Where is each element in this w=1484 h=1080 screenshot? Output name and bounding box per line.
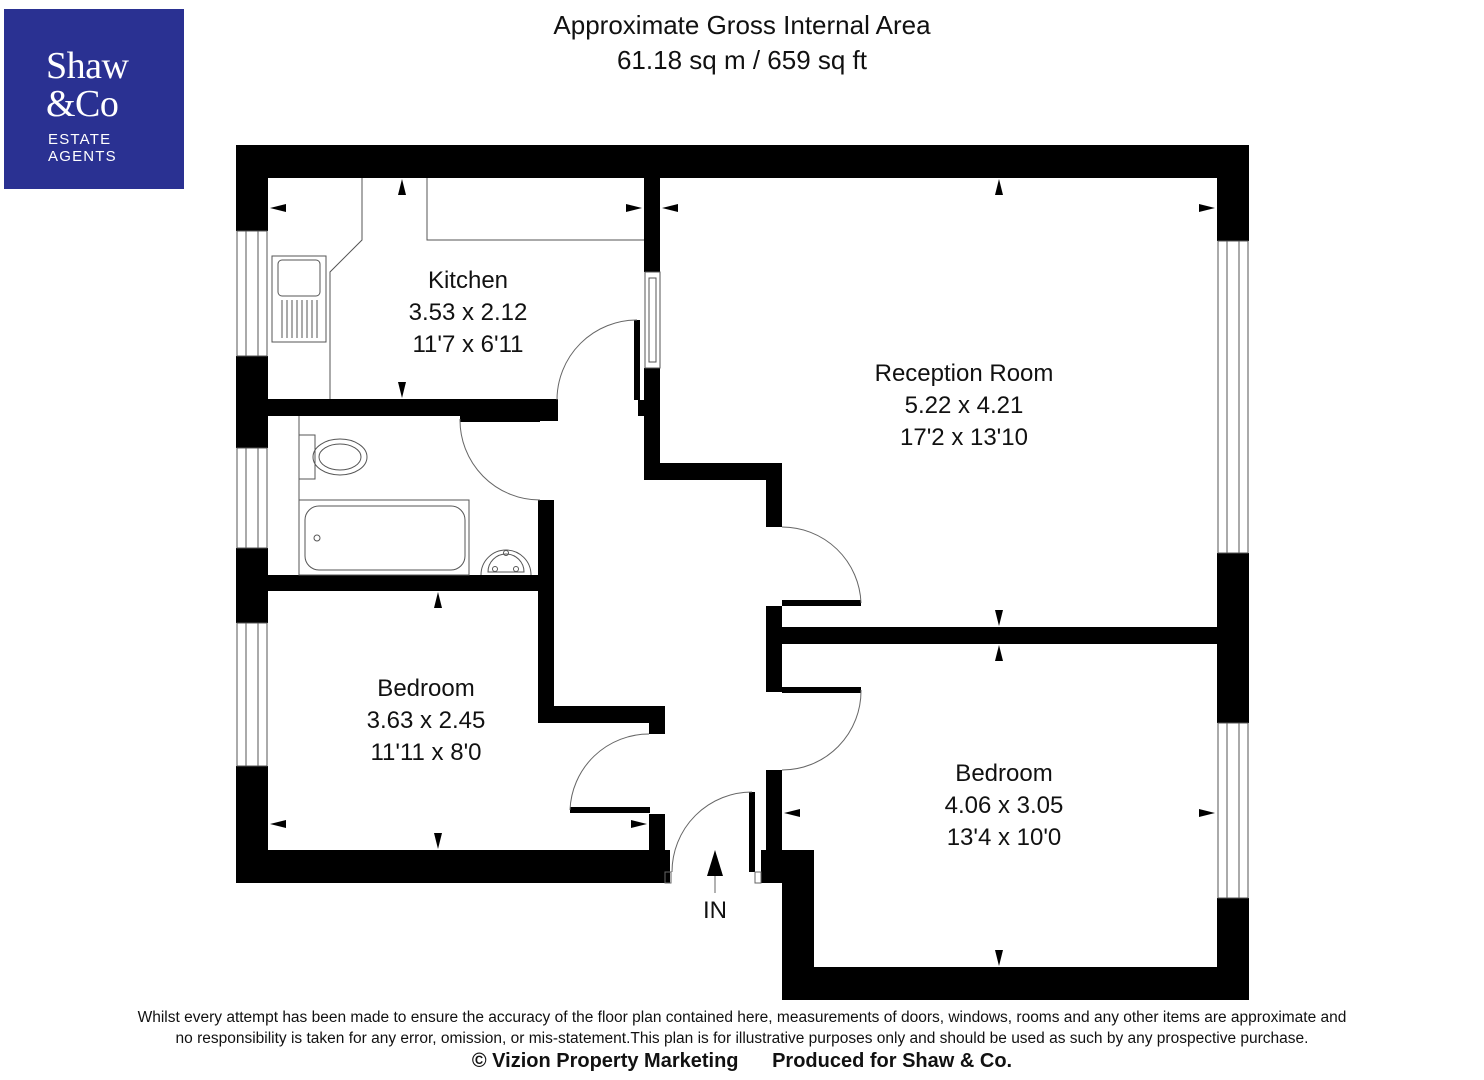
entrance-label: IN: [703, 897, 727, 924]
room-name: Bedroom: [955, 760, 1053, 787]
brand-logo: Shaw &Co ESTATE AGENTS: [4, 9, 184, 189]
room-imperial: 11'11 x 8'0: [370, 739, 482, 766]
brand-name-line1: Shaw: [46, 45, 129, 87]
room-name: Kitchen: [427, 267, 509, 294]
room-metric: 3.53 x 2.12: [408, 299, 528, 326]
plan-title: Approximate Gross Internal Area: [553, 10, 931, 40]
room-kitchen: Kitchen 3.53 x 2.12 11'7 x 6'11: [409, 265, 528, 361]
walls: [236, 145, 1249, 1000]
bathroom-fixtures: [298, 416, 532, 576]
brand-name-line2: &Co: [46, 83, 119, 125]
dimension-arrows: [270, 179, 1215, 966]
brand-tagline-line1: ESTATE: [48, 131, 112, 148]
room-metric: 5.22 x 4.21: [904, 392, 1024, 419]
room-bedroom-1: Bedroom 3.63 x 2.45 11'11 x 8'0: [367, 673, 486, 769]
room-imperial: 17'2 x 13'10: [900, 424, 1028, 451]
credits: © Vizion Property Marketing Produced for…: [0, 1049, 1484, 1073]
gross-area: 61.18 sq m / 659 sq ft: [616, 45, 868, 75]
room-metric: 4.06 x 3.05: [944, 792, 1064, 819]
produced-for: Produced for Shaw & Co.: [772, 1050, 1013, 1072]
room-bedroom-2: Bedroom 4.06 x 3.05 13'4 x 10'0: [945, 758, 1064, 854]
disclaimer-line-2: no responsibility is taken for any error…: [175, 1030, 1309, 1047]
room-name: Bedroom: [377, 675, 475, 702]
room-imperial: 11'7 x 6'11: [412, 331, 524, 358]
copyright: © Vizion Property Marketing: [471, 1050, 739, 1072]
room-imperial: 13'4 x 10'0: [946, 824, 1062, 851]
windows: [236, 230, 1249, 899]
room-reception: Reception Room 5.22 x 4.21 17'2 x 13'10: [875, 358, 1054, 454]
kitchen-fixtures: [271, 178, 644, 399]
brand-tagline-line2: AGENTS: [48, 148, 117, 165]
room-metric: 3.63 x 2.45: [366, 707, 486, 734]
room-name: Reception Room: [874, 360, 1054, 387]
disclaimer-line-1: Whilst every attempt has been made to en…: [137, 1009, 1347, 1026]
door-swings: [459, 319, 862, 884]
